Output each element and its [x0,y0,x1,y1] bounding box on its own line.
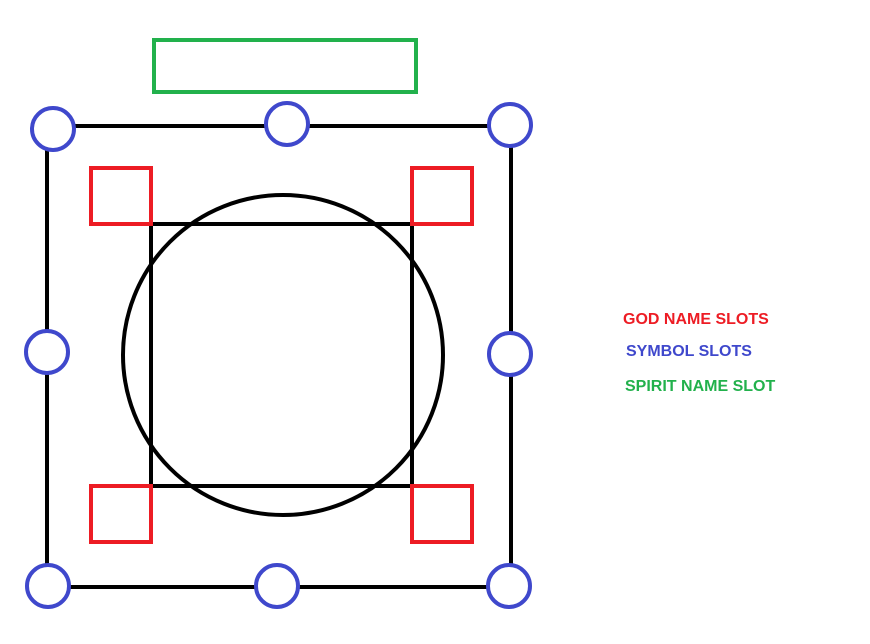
symbol-slot-bottom-right [486,563,532,609]
legend-spirit-name-slot: SPIRIT NAME SLOT [625,378,776,395]
legend-symbol-slots: SYMBOL SLOTS [626,343,752,360]
symbol-slot-top-center [264,101,310,147]
symbol-slot-top-left [30,106,76,152]
symbol-slot-middle-right [487,331,533,377]
god-name-slot-bottom-left [89,484,153,544]
inner-square [149,222,414,488]
god-name-slot-bottom-right [410,484,474,544]
symbol-slot-bottom-left [25,563,71,609]
spirit-name-slot [152,38,418,94]
god-name-slot-top-right [410,166,474,226]
symbol-slot-middle-left [24,329,70,375]
symbol-slot-bottom-center [254,563,300,609]
god-name-slot-top-left [89,166,153,226]
central-circle [121,193,445,517]
symbol-slot-top-right [487,102,533,148]
legend-god-name-slots: GOD NAME SLOTS [623,311,769,328]
